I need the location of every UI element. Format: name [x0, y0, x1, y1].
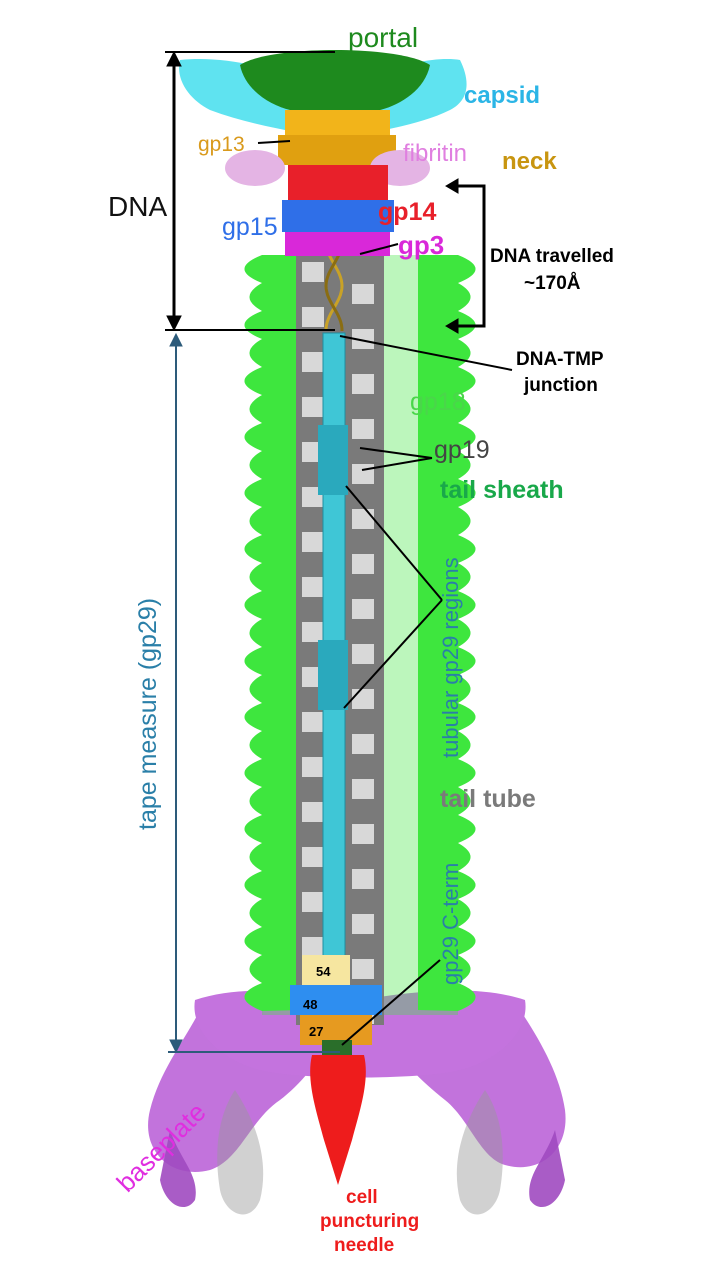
- neck-structure: [225, 110, 430, 256]
- tube-segment: [302, 757, 324, 777]
- tube-segment: [352, 824, 374, 844]
- label-dna: DNA: [108, 191, 168, 222]
- label-needle-2: puncturing: [320, 1211, 420, 1232]
- tape-measure-bracket: [168, 332, 340, 1054]
- tube-segment: [352, 599, 374, 619]
- tube-segment: [352, 914, 374, 934]
- label-junction-2: junction: [524, 375, 598, 396]
- label-capsid: capsid: [464, 82, 541, 109]
- tube-segment: [302, 577, 324, 597]
- label-gp3: gp3: [398, 230, 445, 260]
- label-tail-tube: tail tube: [440, 785, 536, 813]
- tube-segment: [352, 284, 374, 304]
- label-gp19: gp19: [434, 436, 490, 464]
- label-gp13: gp13: [198, 133, 245, 156]
- label-54: 54: [316, 964, 331, 979]
- tube-segment: [302, 397, 324, 417]
- tube-segment: [352, 869, 374, 889]
- tube-segment: [352, 464, 374, 484]
- label-48: 48: [303, 997, 317, 1012]
- label-27: 27: [309, 1024, 323, 1039]
- tube-segment: [352, 959, 374, 979]
- tube-segment: [302, 847, 324, 867]
- tube-segment: [352, 509, 374, 529]
- tape-measure-structure: [318, 332, 348, 1024]
- tube-segment: [302, 307, 324, 327]
- tube-segment: [352, 419, 374, 439]
- label-dna-travelled-2: ~170Å: [524, 273, 581, 294]
- label-portal: portal: [348, 22, 419, 53]
- label-neck: neck: [502, 148, 557, 175]
- needle-structure: [310, 1055, 366, 1185]
- label-dna-travelled-1: DNA travelled: [490, 246, 614, 267]
- baseplate-structure: [148, 990, 566, 1215]
- tube-segment: [352, 329, 374, 349]
- annotation-lines: [165, 50, 513, 1046]
- label-junction-1: DNA-TMP: [516, 349, 604, 370]
- label-c-term: gp29 C-term: [438, 862, 463, 985]
- label-gp18: gp18: [410, 388, 466, 416]
- tube-segment: [352, 374, 374, 394]
- tube-segment: [352, 779, 374, 799]
- tube-segment: [302, 712, 324, 732]
- tube-segment: [302, 802, 324, 822]
- tube-segment: [302, 937, 324, 957]
- label-gp14: gp14: [378, 198, 437, 226]
- tube-segment: [302, 262, 324, 282]
- tube-segment: [302, 892, 324, 912]
- label-needle-3: needle: [334, 1235, 395, 1256]
- portal-structure: [240, 50, 430, 110]
- tube-segment: [302, 532, 324, 552]
- label-fibritin: fibritin: [403, 140, 468, 167]
- tube-segment: [352, 644, 374, 664]
- tube-segment: [352, 734, 374, 754]
- tube-segment: [302, 622, 324, 642]
- tube-segment: [352, 689, 374, 709]
- label-gp15: gp15: [222, 213, 278, 241]
- tube-segment: [352, 554, 374, 574]
- label-tail-sheath: tail sheath: [440, 476, 564, 504]
- label-tape-measure: tape measure (gp29): [134, 597, 162, 830]
- label-tubular-regions: tubular gp29 regions: [438, 557, 463, 758]
- tube-segment: [302, 352, 324, 372]
- label-needle-1: cell: [346, 1187, 378, 1208]
